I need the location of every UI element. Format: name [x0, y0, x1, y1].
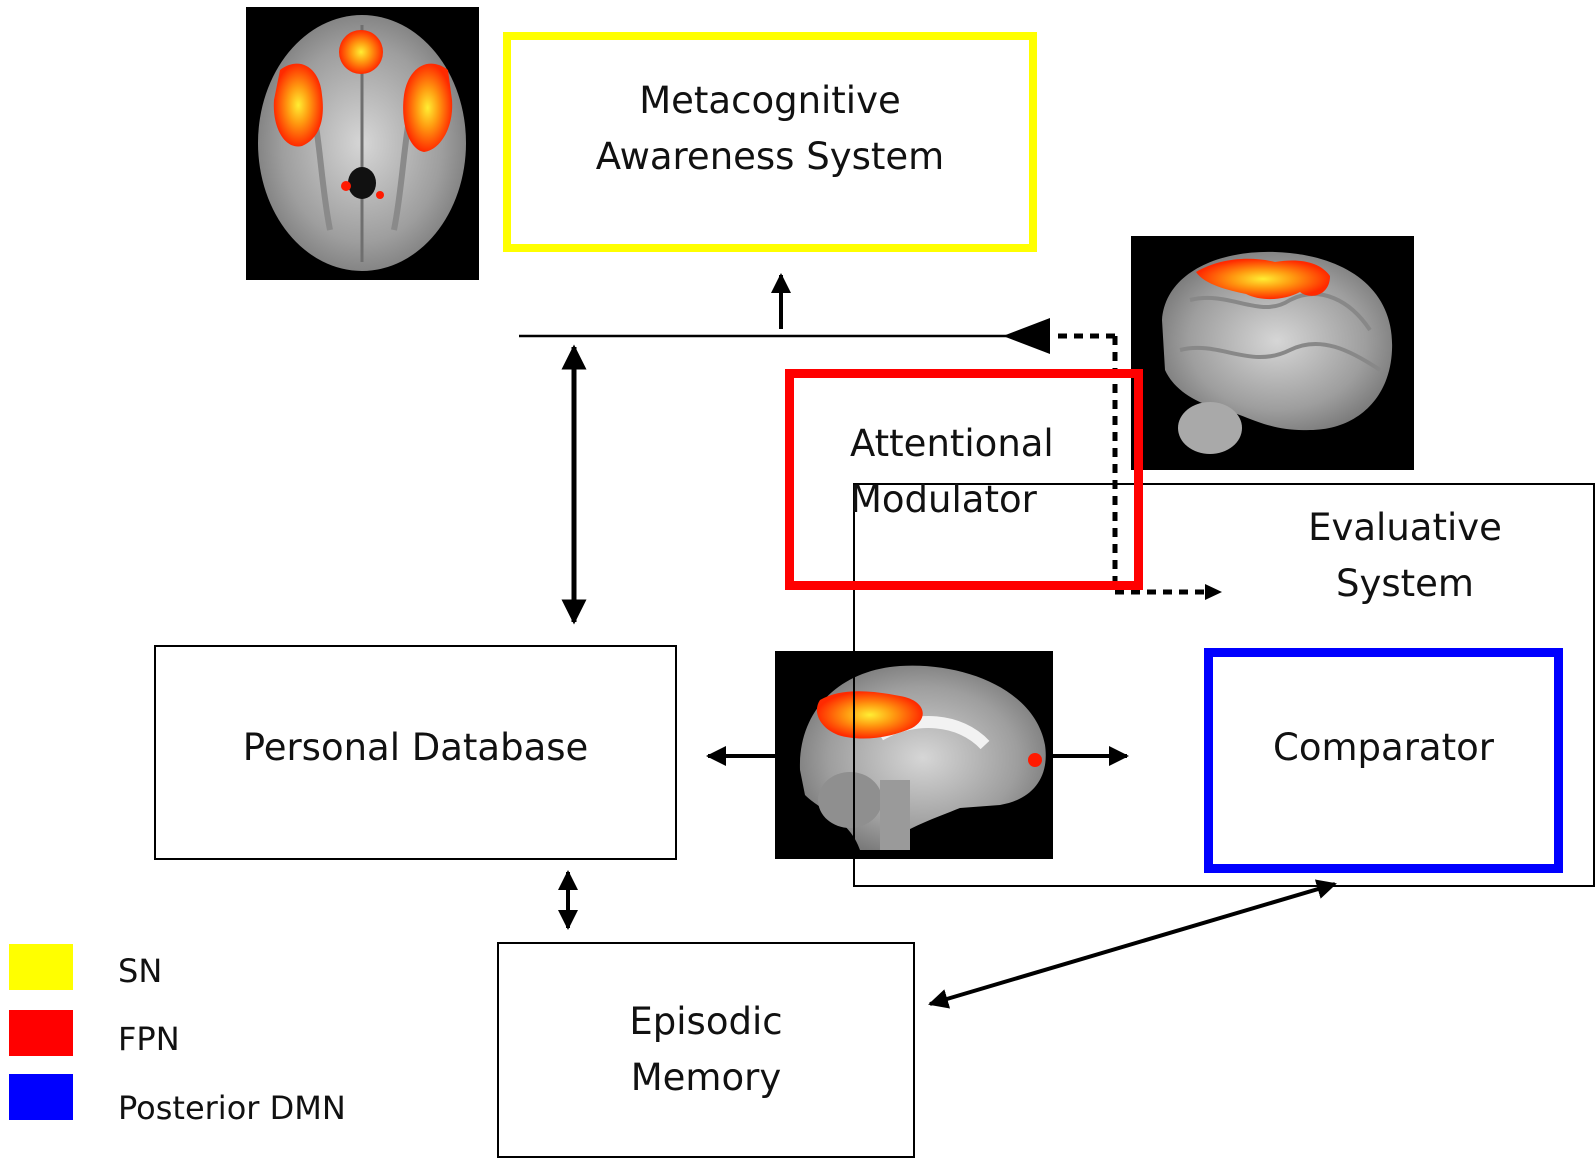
- brain-medial-image: [775, 651, 1053, 859]
- legend-swatch-sn: [9, 944, 73, 990]
- personal-database-label: Personal Database: [154, 720, 677, 776]
- bus-arrowhead: [1003, 318, 1050, 354]
- attentional-label-line1: Attentional: [850, 422, 1054, 465]
- comparator-box: [1204, 648, 1563, 873]
- comparator-label-text: Comparator: [1273, 726, 1494, 769]
- legend-label-posterior-dmn: Posterior DMN: [118, 1089, 346, 1127]
- metacognitive-label-line2: Awareness System: [595, 135, 945, 178]
- evaluative-system-box: [853, 483, 1595, 887]
- comparator-label: Comparator: [1204, 720, 1563, 776]
- metacognitive-label-line1: Metacognitive: [639, 79, 901, 122]
- legend-label-sn: SN: [118, 952, 163, 990]
- brain-lateral-image: [1131, 236, 1414, 470]
- attentional-modulator-label: Attentional Modulator: [850, 416, 1080, 528]
- attentional-modulator-box: [785, 369, 1143, 590]
- evaluative-label-line2: System: [1336, 562, 1474, 605]
- arrow-episodic-evaluative: [928, 879, 1337, 1009]
- legend-swatch-fpn: [9, 1010, 73, 1056]
- episodic-label-line1: Episodic: [629, 1000, 783, 1043]
- metacognitive-label: Metacognitive Awareness System: [503, 73, 1037, 185]
- evaluative-label-line1: Evaluative: [1308, 506, 1502, 549]
- metacognitive-box: [503, 32, 1037, 252]
- brain-axial-image: [246, 7, 479, 280]
- evaluative-system-label: Evaluative System: [1300, 500, 1510, 612]
- legend-label-fpn: FPN: [118, 1020, 180, 1058]
- dotted-connector-fpn: [1055, 333, 1205, 595]
- legend-swatch-posterior-dmn: [9, 1074, 73, 1120]
- episodic-label-line2: Memory: [630, 1056, 782, 1099]
- dotted-arrowhead: [1205, 584, 1222, 600]
- personal-database-box: [154, 645, 677, 860]
- attentional-label-line2: Modulator: [850, 478, 1037, 521]
- personal-database-label-text: Personal Database: [242, 726, 589, 769]
- episodic-memory-box: [497, 942, 915, 1158]
- episodic-memory-label: Episodic Memory: [497, 994, 915, 1106]
